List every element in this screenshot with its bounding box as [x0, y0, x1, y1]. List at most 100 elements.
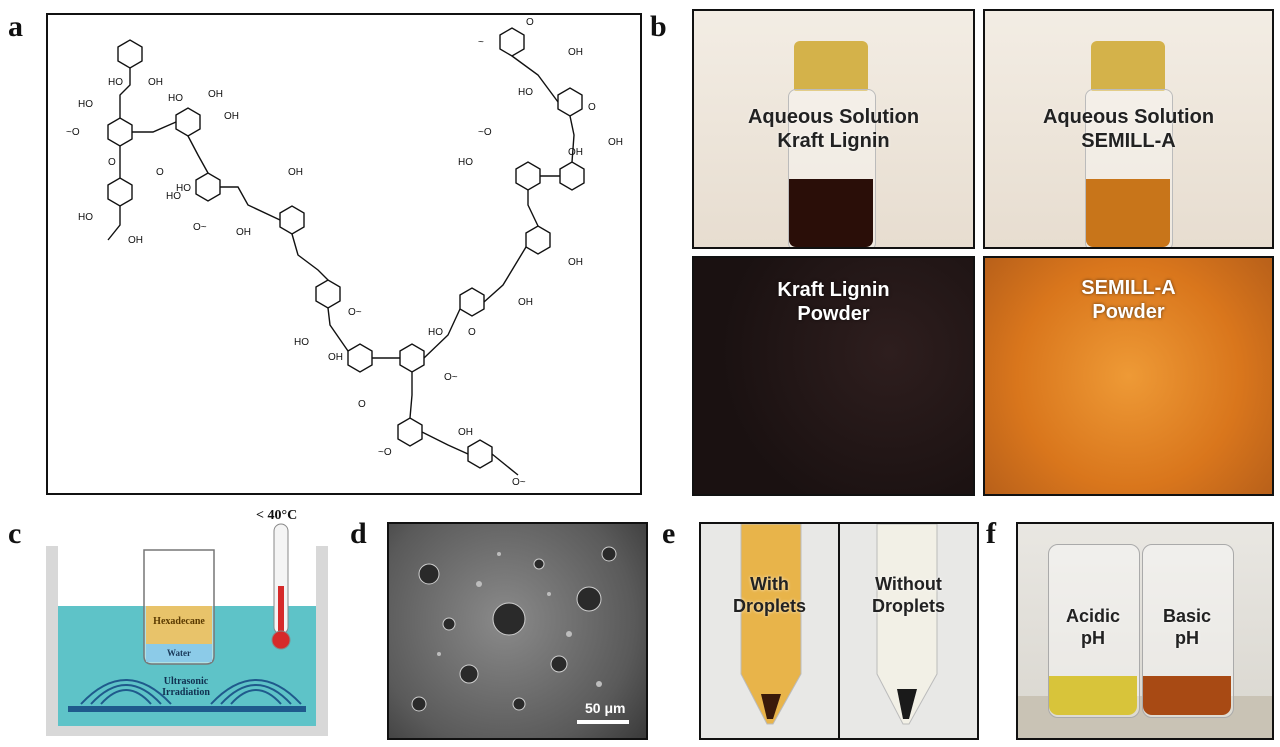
ultrasonic-label: Ultrasonic Irradiation [146, 676, 226, 698]
svg-text:OH: OH [568, 257, 583, 268]
acidic-liquid [1049, 676, 1137, 715]
without-droplets-line1: Without [875, 574, 942, 594]
svg-text:O: O [156, 167, 164, 178]
svg-text:HO: HO [166, 191, 181, 202]
ring [399, 343, 425, 373]
ring [107, 177, 133, 207]
basic-line2: pH [1175, 627, 1199, 648]
panel-label-f: f [986, 517, 996, 550]
kraft-powder-line1: Kraft Lignin [777, 279, 890, 301]
kraft-solution-caption: Aqueous Solution Kraft Lignin [694, 105, 973, 153]
ring [195, 172, 221, 202]
ring [459, 287, 485, 317]
panel-label-b: b [650, 10, 667, 43]
semill-solution-caption: Aqueous Solution SEMILL-A [985, 105, 1272, 153]
panel-label-e: e [662, 517, 676, 550]
vial-cap [1091, 41, 1165, 91]
semill-solution-photo: Aqueous Solution SEMILL-A [983, 9, 1274, 249]
svg-text:O: O [526, 17, 534, 28]
svg-text:O~: O~ [444, 372, 458, 383]
ultrasonic-line2: Irradiation [162, 687, 210, 698]
temperature-label: < 40°C [256, 508, 298, 523]
svg-text:OH: OH [458, 427, 473, 438]
ring [525, 225, 551, 255]
basic-liquid [1143, 676, 1231, 715]
with-droplets-line2: Droplets [732, 595, 806, 616]
svg-text:O: O [468, 327, 476, 338]
svg-text:~O: ~O [478, 127, 492, 138]
kraft-powder-caption: Kraft Lignin Powder [694, 278, 973, 326]
ultrasonication-schematic: < 40°C Hexadecane Water Ultrasonic Irrad… [46, 506, 346, 738]
kraft-solution-line2: Kraft Lignin [777, 130, 890, 152]
kraft-powder-photo: Kraft Lignin Powder [692, 256, 975, 496]
panel-label-a: a [8, 10, 23, 43]
panel-label-c: c [8, 517, 22, 550]
semill-powder-photo: SEMILL-A Powder [983, 256, 1274, 496]
svg-text:OH: OH [224, 111, 239, 122]
svg-text:OH: OH [328, 352, 343, 363]
vials-photo: Acidic pH Basic pH [1016, 522, 1274, 740]
svg-text:HO: HO [518, 87, 533, 98]
svg-text:HO: HO [168, 93, 183, 104]
ring [557, 87, 583, 117]
basic-caption: Basic pH [1142, 606, 1232, 649]
svg-text:~: ~ [478, 37, 484, 48]
svg-text:O: O [588, 102, 596, 113]
svg-text:HO: HO [78, 212, 93, 223]
droplet-field [411, 546, 629, 724]
svg-text:HO: HO [78, 99, 93, 110]
tubes-svg [740, 524, 938, 725]
svg-text:O~: O~ [512, 477, 526, 488]
ring [107, 117, 133, 147]
svg-text:OH: OH [518, 297, 533, 308]
ring [347, 343, 373, 373]
svg-text:HO: HO [176, 183, 191, 194]
ring [499, 27, 525, 57]
ring [175, 107, 201, 137]
kraft-liquid [789, 179, 873, 247]
svg-text:HO: HO [428, 327, 443, 338]
ultrasonication-svg [46, 523, 328, 736]
without-droplets-caption: Without Droplets [840, 574, 977, 617]
vial-cap [794, 41, 868, 91]
svg-text:~O: ~O [378, 447, 392, 458]
semill-powder-line2: Powder [1092, 301, 1165, 323]
ring [467, 439, 493, 469]
acidic-line1: Acidic [1065, 606, 1121, 626]
lignin-structure-diagram: HO HO OH HO OH OH ~O O O HO HO O~ OH OH … [66, 17, 623, 488]
svg-text:HO: HO [294, 337, 309, 348]
kraft-solution-photo: Aqueous Solution Kraft Lignin [692, 9, 975, 249]
svg-text:~O: ~O [66, 127, 80, 138]
basic-line1: Basic [1162, 606, 1212, 626]
svg-text:OH: OH [568, 47, 583, 58]
svg-text:OH: OH [208, 89, 223, 100]
scale-bar-label: 50 μm [585, 700, 626, 716]
svg-text:HO: HO [458, 157, 473, 168]
ring [515, 161, 541, 191]
svg-text:OH: OH [608, 137, 623, 148]
tubes-photo: With Droplets Without Droplets [699, 522, 979, 740]
photo-divider [838, 524, 840, 738]
ring [279, 205, 305, 235]
svg-text:HO: HO [108, 77, 123, 88]
semill-solution-line1: Aqueous Solution [1042, 106, 1215, 128]
svg-text:O: O [108, 157, 116, 168]
svg-text:O~: O~ [193, 222, 207, 233]
ultrasonic-line1: Ultrasonic [163, 676, 209, 687]
semill-liquid [1086, 179, 1170, 247]
svg-text:OH: OH [236, 227, 251, 238]
acidic-line2: pH [1081, 627, 1105, 648]
micrograph-photo: 50 μm [387, 522, 648, 740]
panel-label-d: d [350, 517, 367, 550]
kraft-solution-line1: Aqueous Solution [747, 106, 920, 128]
svg-text:OH: OH [128, 235, 143, 246]
acidic-caption: Acidic pH [1048, 606, 1138, 649]
water-label: Water [167, 648, 191, 658]
svg-text:OH: OH [568, 147, 583, 158]
with-droplets-line1: With [750, 574, 789, 594]
semill-powder-line1: SEMILL-A [1081, 277, 1176, 299]
ring [397, 417, 423, 447]
svg-text:OH: OH [148, 77, 163, 88]
hexadecane-label: Hexadecane [153, 616, 205, 627]
semill-solution-line2: SEMILL-A [1081, 130, 1176, 152]
